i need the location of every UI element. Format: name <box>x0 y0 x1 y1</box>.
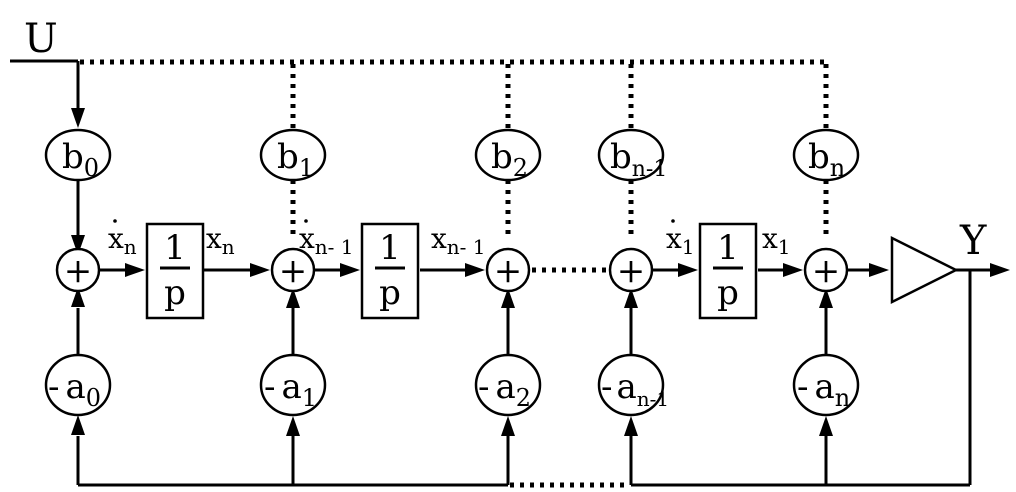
input-label: U <box>24 16 58 62</box>
arrowhead <box>624 288 638 308</box>
output-label: Y <box>959 218 987 264</box>
arrowhead <box>869 263 889 277</box>
svg-text:-a2: -a2 <box>478 367 531 412</box>
arrowhead <box>501 288 515 308</box>
a-node-n: -an <box>792 353 860 417</box>
b-node-n: bn <box>792 128 860 182</box>
svg-text:+: + <box>812 251 841 291</box>
integrator-block-1: 1 p <box>145 222 205 320</box>
arrowhead <box>71 415 85 435</box>
svg-text:-an-1: -an-1 <box>601 367 669 411</box>
svg-text:bn: bn <box>808 137 845 182</box>
svg-text:-a0: -a0 <box>48 367 101 412</box>
state-label-1: xn <box>206 222 235 259</box>
svg-text:1: 1 <box>164 228 186 268</box>
summer-n: + <box>803 247 849 293</box>
arrowhead <box>125 263 145 277</box>
b-node-0: b0 <box>44 128 112 182</box>
arrowhead <box>783 263 803 277</box>
arrowhead <box>624 416 638 436</box>
arrowhead <box>71 287 85 307</box>
svg-text:-a1: -a1 <box>264 367 317 412</box>
svg-text:xn: xn <box>108 222 137 259</box>
svg-text:1: 1 <box>717 228 739 268</box>
summer-2: + <box>485 247 531 293</box>
svg-text:p: p <box>717 273 739 313</box>
state-derivative-label-2: xn- 1 <box>299 219 354 259</box>
arrowhead <box>286 288 300 308</box>
svg-text:p: p <box>379 273 401 313</box>
b-node-1: b1 <box>259 128 327 182</box>
svg-text:+: + <box>617 251 646 291</box>
a-node-2: -a2 <box>474 353 542 417</box>
svg-text:xn- 1: xn- 1 <box>299 222 354 259</box>
arrowhead <box>819 416 833 436</box>
summer-0: + <box>55 247 101 293</box>
svg-text:+: + <box>64 251 93 291</box>
svg-text:b0: b0 <box>62 137 99 182</box>
state-derivative-label-3: x1 <box>666 219 695 259</box>
svg-text:b1: b1 <box>277 137 314 182</box>
svg-text:bn-1: bn-1 <box>610 137 667 182</box>
arrowhead <box>71 108 85 128</box>
arrowhead <box>819 288 833 308</box>
arrowheads <box>71 108 1010 436</box>
arrowhead <box>465 263 485 277</box>
b-node-2: b2 <box>474 128 542 182</box>
svg-text:xn: xn <box>206 222 235 259</box>
a-node-1: -a1 <box>259 353 327 417</box>
svg-text:1: 1 <box>379 228 401 268</box>
arrowhead <box>501 416 515 436</box>
integrator-block-3: 1 p <box>698 222 758 320</box>
summer-n-1: + <box>608 247 654 293</box>
state-derivative-label-1: xn <box>108 219 137 259</box>
arrowhead <box>71 235 85 255</box>
arrowhead <box>250 263 270 277</box>
output-amplifier <box>890 235 959 305</box>
svg-text:x1: x1 <box>762 222 791 259</box>
svg-text:b2: b2 <box>491 137 528 182</box>
state-label-2: xn- 1 <box>431 222 486 259</box>
arrowhead <box>990 263 1010 277</box>
svg-text:-an: -an <box>797 367 850 412</box>
summer-1: + <box>270 247 316 293</box>
arrowhead <box>340 263 360 277</box>
b-node-n-1: bn-1 <box>597 128 667 182</box>
state-label-3: x1 <box>762 222 791 259</box>
svg-text:xn- 1: xn- 1 <box>431 222 486 259</box>
arrowhead <box>286 416 300 436</box>
svg-text:p: p <box>164 273 186 313</box>
a-node-0: -a0 <box>44 353 112 417</box>
arrowhead <box>678 263 698 277</box>
integrator-block-2: 1 p <box>360 222 420 320</box>
svg-text:+: + <box>494 251 523 291</box>
a-node-n-1: -an-1 <box>597 353 669 417</box>
svg-text:x1: x1 <box>666 222 695 259</box>
svg-text:+: + <box>279 251 308 291</box>
